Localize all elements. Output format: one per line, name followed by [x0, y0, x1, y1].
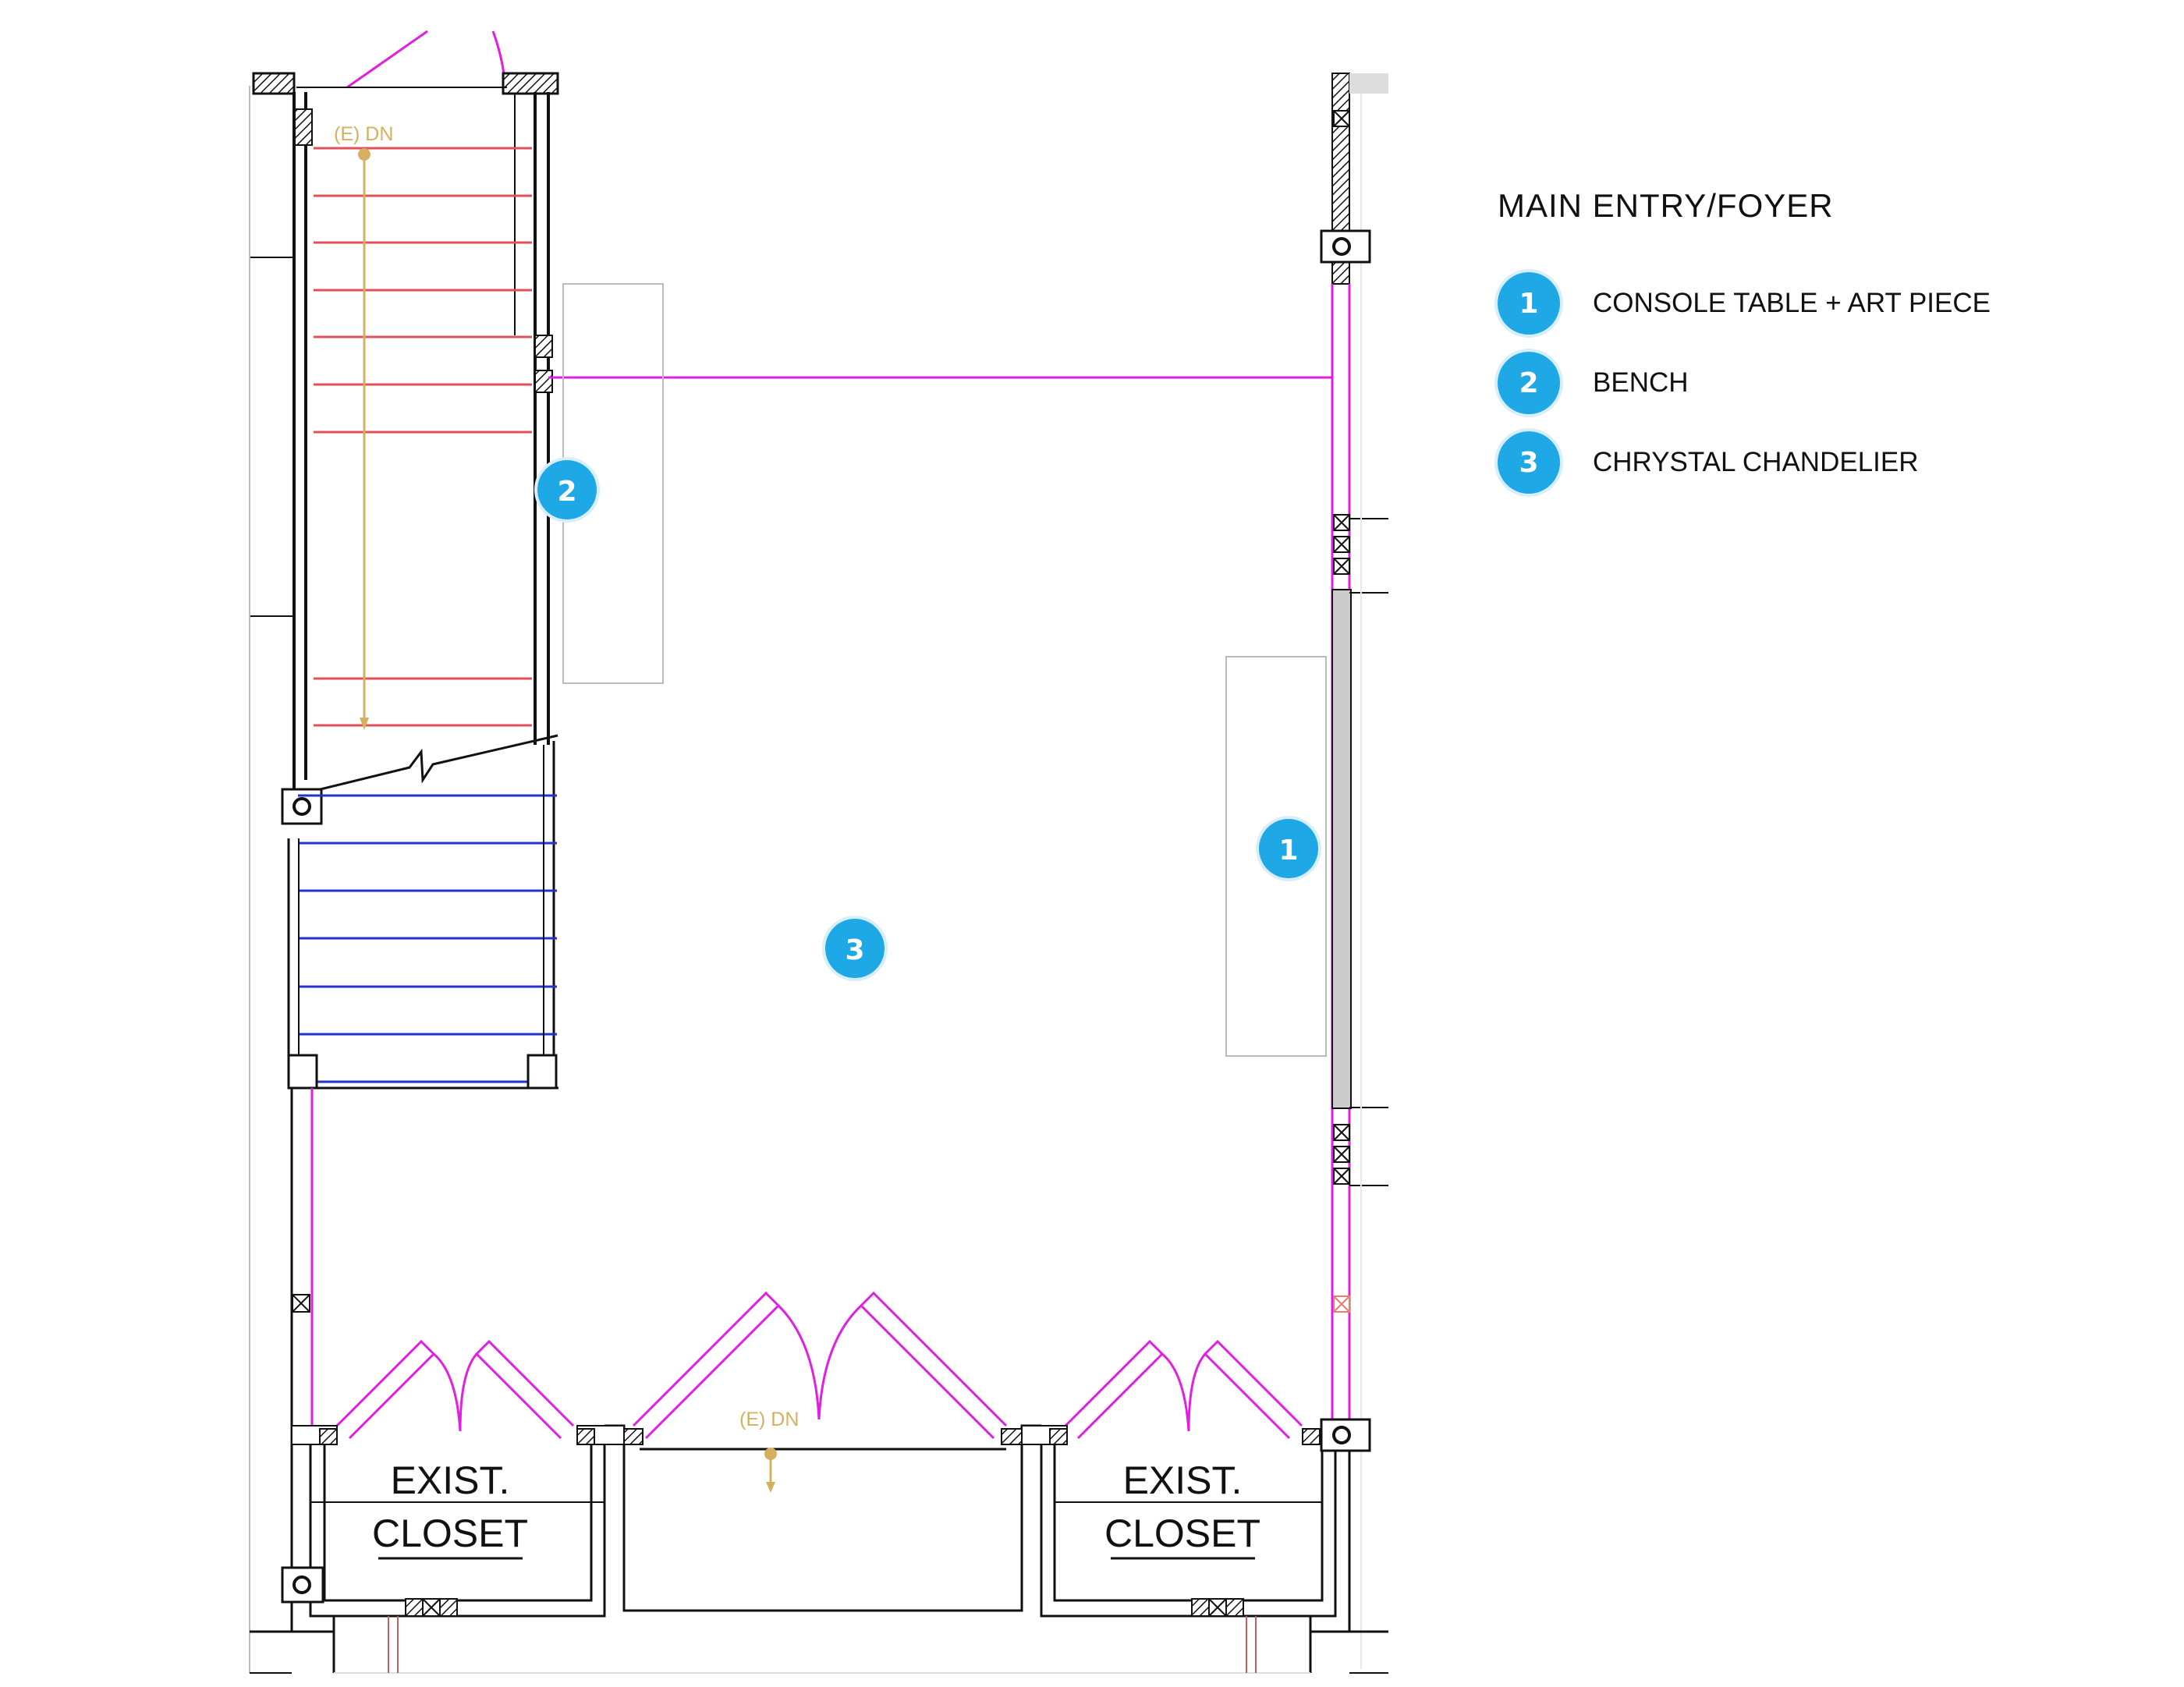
stair-walls [250, 92, 558, 1090]
stair-treads-lower [298, 794, 557, 1083]
column-bottom-right [1320, 1418, 1371, 1452]
legend-title: MAIN ENTRY/FOYER [1498, 187, 1834, 224]
console-table-outline [1225, 656, 1327, 1057]
closet-left-line2: CLOSET [372, 1512, 528, 1555]
svg-text:2: 2 [557, 476, 576, 508]
legend-label: BENCH [1593, 367, 1689, 398]
plan-marker-2: 2 [534, 457, 600, 523]
legend-label: CHRYSTAL CHANDELIER [1593, 447, 1919, 477]
svg-text:3: 3 [845, 934, 864, 966]
legend-badge: 1 [1498, 272, 1560, 335]
closet-left-line1: EXIST. [391, 1458, 510, 1502]
legend-item-chandelier: 3 CHRYSTAL CHANDELIER [1498, 423, 2137, 502]
column-bottom-left [281, 1566, 324, 1604]
stair-top-note: (E) DN [334, 123, 393, 145]
closet-right-line1: EXIST. [1123, 1458, 1243, 1502]
legend-item-console-table: 1 CONSOLE TABLE + ART PIECE [1498, 264, 2137, 343]
closet-right-line2: CLOSET [1104, 1512, 1260, 1555]
legend-badge: 2 [1498, 352, 1560, 414]
plan-marker-1: 1 [1256, 816, 1321, 881]
legend-badge: 3 [1498, 431, 1560, 494]
stair-treads-upper [314, 147, 532, 727]
stair-direction-arrow [358, 148, 370, 730]
stair-break-line [294, 734, 558, 797]
closet-jambs [291, 1425, 1321, 1617]
left-wall [249, 86, 314, 1673]
legend-label: CONSOLE TABLE + ART PIECE [1593, 288, 1991, 318]
legend-item-bench: 2 BENCH [1498, 343, 2137, 423]
stair-bottom-note: (E) DN [739, 1409, 799, 1430]
closet-doors [335, 1291, 1303, 1440]
entry-door [252, 30, 559, 95]
stair-bottom-arrow [764, 1448, 777, 1493]
legend: MAIN ENTRY/FOYER 1 CONSOLE TABLE + ART P… [1498, 187, 2137, 502]
right-wall-ties [1333, 110, 1350, 1185]
column-right-upper [1320, 229, 1371, 264]
plan-marker-3: 3 [822, 916, 888, 981]
svg-text:1: 1 [1278, 835, 1298, 867]
